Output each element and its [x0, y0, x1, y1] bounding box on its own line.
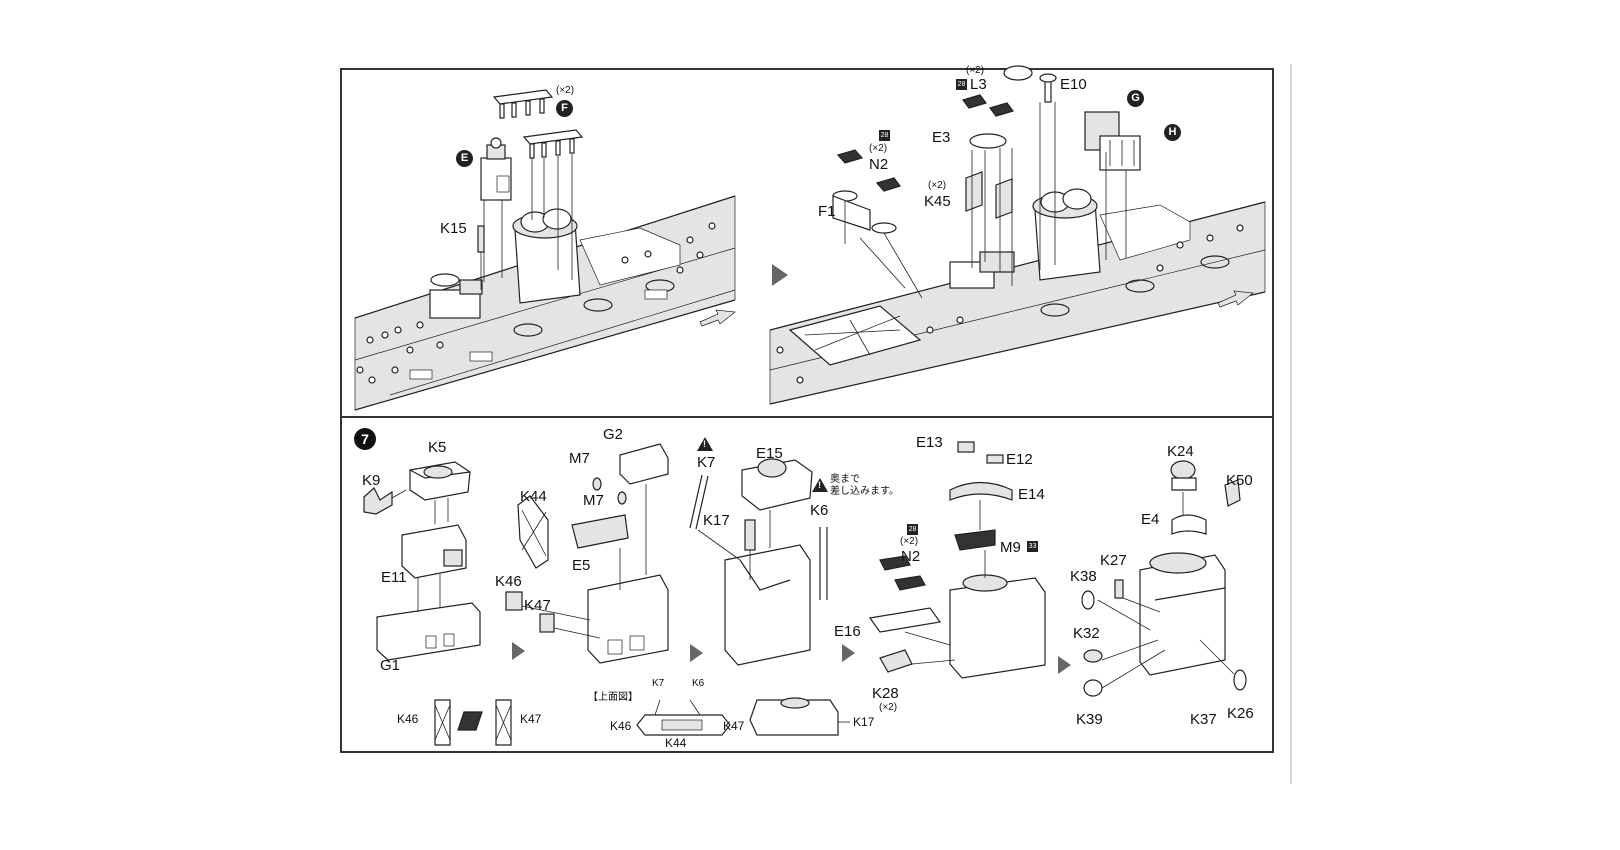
label-e13: E13 — [916, 434, 943, 451]
label-e15: E15 — [756, 445, 783, 462]
subassembly-f-badge: F — [556, 100, 573, 117]
label-g1: G1 — [380, 657, 401, 674]
detail-label-k17: K17 — [853, 715, 875, 729]
label-e10: E10 — [1060, 76, 1087, 93]
stage-arrow-1 — [512, 642, 525, 660]
detail-label-k46: K46 — [397, 712, 419, 726]
stage5-drawing — [1081, 460, 1247, 697]
detail-label-k47: K47 — [520, 712, 542, 726]
label-e12: E12 — [1006, 451, 1033, 468]
k45-quantity: (×2) — [928, 180, 947, 191]
stage-arrow-4 — [1058, 656, 1071, 674]
label-e14: E14 — [1018, 486, 1045, 503]
label-k32: K32 — [1073, 625, 1100, 642]
detail-label-k47: K47 — [723, 719, 745, 733]
subassembly-h-badge: H — [1164, 124, 1181, 141]
label-e11: E11 — [381, 569, 407, 586]
warning-icon — [812, 478, 828, 492]
page-edge — [1290, 64, 1292, 784]
top-view-title: 【上面図】 — [588, 692, 638, 703]
page-frame — [340, 68, 1274, 753]
label-n2: N2 — [901, 548, 921, 565]
label-m7-lower: M7 — [583, 492, 604, 509]
deck-right-drawing — [769, 65, 1266, 405]
stage-arrow-3 — [842, 644, 855, 662]
m9-paint-badge: 33 — [1027, 541, 1038, 552]
stage1-drawing — [363, 461, 481, 661]
label-k5: K5 — [428, 439, 447, 456]
stage-arrow-2 — [690, 644, 703, 662]
detail-label-k44: K44 — [665, 736, 687, 750]
label-k47: K47 — [524, 597, 551, 614]
detail-c-drawing — [749, 697, 850, 736]
n2-paint-badge: 28 — [879, 130, 890, 141]
label-e3: E3 — [932, 129, 951, 146]
detail-label-k6: K6 — [692, 678, 705, 689]
label-k46: K46 — [495, 573, 522, 590]
warning-icon — [697, 437, 713, 451]
next-step-arrow — [772, 264, 788, 286]
label-k26: K26 — [1227, 705, 1254, 722]
k28-quantity: (×2) — [879, 702, 898, 713]
step-number: 7 — [354, 428, 376, 450]
label-k7: K7 — [697, 454, 716, 471]
subassembly-g-badge: G — [1127, 90, 1144, 107]
label-k27: K27 — [1100, 552, 1127, 569]
stage4-drawing — [868, 441, 1046, 679]
label-k39: K39 — [1076, 711, 1103, 728]
label-k9: K9 — [362, 472, 381, 489]
label-k37: K37 — [1190, 711, 1217, 728]
detail-label-k46: K46 — [610, 719, 632, 733]
label-k24: K24 — [1167, 443, 1194, 460]
panel-divider — [340, 416, 1274, 418]
insert-fully-note: 奥まで 差し込みます。 — [830, 474, 899, 497]
label-k45: K45 — [924, 193, 951, 210]
label-e5: E5 — [572, 557, 591, 574]
detail-label-k7: K7 — [652, 678, 665, 689]
label-k50: K50 — [1226, 472, 1253, 489]
stage3-drawing — [689, 458, 828, 666]
label-e4: E4 — [1141, 511, 1160, 528]
detail-b-drawing — [636, 699, 731, 736]
label-l3: L3 — [970, 76, 987, 93]
stage2-drawing — [505, 443, 669, 664]
label-m9: M9 — [1000, 539, 1021, 556]
label-k44: K44 — [520, 488, 547, 505]
deck-left-drawing — [354, 89, 736, 411]
label-m7-top: M7 — [569, 450, 590, 467]
subassembly-e-badge: E — [456, 150, 473, 167]
n2-paint-badge: 28 — [907, 524, 918, 535]
f-quantity: (×2) — [556, 85, 575, 96]
label-k38: K38 — [1070, 568, 1097, 585]
l3-paint-badge: 28 — [956, 79, 967, 90]
n2-quantity: (×2) — [900, 536, 919, 547]
label-k6: K6 — [810, 502, 829, 519]
label-n2: N2 — [869, 156, 889, 173]
detail-a-drawing — [434, 699, 512, 746]
l3-quantity: (×2) — [966, 65, 985, 76]
label-e16: E16 — [834, 623, 861, 640]
label-k15: K15 — [440, 220, 467, 237]
label-g2: G2 — [603, 426, 624, 443]
label-k28: K28 — [872, 685, 899, 702]
label-k17: K17 — [703, 512, 730, 529]
label-f1: F1 — [818, 203, 836, 220]
n2-quantity: (×2) — [869, 143, 888, 154]
